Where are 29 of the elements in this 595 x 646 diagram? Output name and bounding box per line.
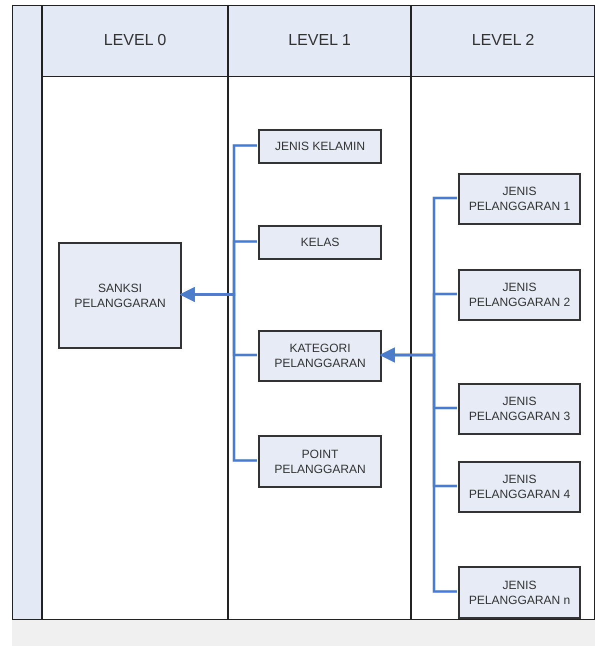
side-band bbox=[12, 5, 42, 620]
lane-header: LEVEL 0 bbox=[43, 6, 227, 77]
process-box bbox=[258, 129, 382, 164]
lane-header: LEVEL 1 bbox=[229, 6, 410, 77]
lane-header: LEVEL 2 bbox=[412, 6, 594, 77]
box-label: JENIS PELANGGARAN n bbox=[468, 578, 572, 608]
process-box bbox=[458, 269, 581, 321]
swimlane bbox=[411, 5, 595, 620]
swimlane bbox=[42, 5, 228, 620]
box-label: KELAS bbox=[300, 235, 340, 250]
box-label: JENIS PELANGGARAN 2 bbox=[468, 280, 572, 310]
connector-arrow bbox=[380, 348, 457, 593]
box-label: JENIS PELANGGARAN 1 bbox=[468, 184, 572, 214]
box-label: POINT PELANGGARAN bbox=[273, 446, 367, 476]
box-label: JENIS PELANGGARAN 4 bbox=[468, 472, 572, 502]
process-box bbox=[458, 173, 581, 225]
box-label: KATEGORI PELANGGARAN bbox=[273, 341, 367, 371]
box-label: JENIS PELANGGARAN 3 bbox=[468, 394, 572, 424]
connector-arrow bbox=[180, 287, 257, 462]
process-box bbox=[458, 461, 581, 513]
box-label: JENIS KELAMIN bbox=[274, 139, 366, 154]
process-box bbox=[258, 225, 382, 260]
swimlane bbox=[228, 5, 411, 620]
process-box bbox=[58, 242, 182, 349]
process-box bbox=[458, 383, 581, 435]
process-box bbox=[458, 566, 581, 619]
process-box bbox=[258, 435, 382, 488]
process-box bbox=[258, 330, 382, 382]
box-label: SANKSI PELANGGARAN bbox=[73, 280, 167, 310]
